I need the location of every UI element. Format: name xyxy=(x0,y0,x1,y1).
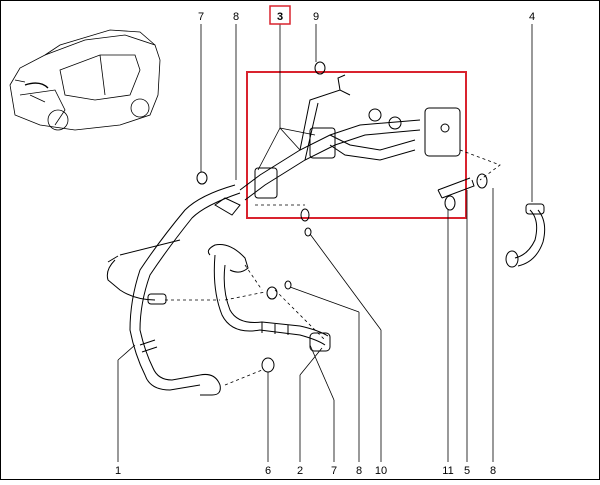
callout-9-top: 9 xyxy=(313,11,319,23)
dashed-arrows xyxy=(165,149,501,386)
bolt-and-washers xyxy=(196,61,488,373)
elbow-fitting xyxy=(505,203,546,268)
callout-8-top: 8 xyxy=(233,11,239,23)
callout-3-top: 3 xyxy=(277,11,283,23)
highlight-label-box xyxy=(269,5,291,25)
callout-10: 10 xyxy=(375,465,387,477)
callouts-top: 7 8 3 9 4 xyxy=(198,11,535,23)
highlight-box xyxy=(246,71,467,219)
callout-1: 1 xyxy=(115,465,121,477)
callout-8-bottom: 8 xyxy=(356,465,362,477)
callouts-bottom: 1 6 2 7 8 10 11 5 8 xyxy=(115,465,496,477)
leader-lines xyxy=(117,24,533,462)
callout-6: 6 xyxy=(265,465,271,477)
callout-7-bottom: 7 xyxy=(331,465,337,477)
callout-5: 5 xyxy=(464,465,470,477)
hose-main xyxy=(106,184,241,396)
callout-2: 2 xyxy=(297,465,303,477)
callout-7-top: 7 xyxy=(198,11,204,23)
pipe-assembly xyxy=(214,74,461,216)
vehicle-thumbnail xyxy=(9,29,161,131)
hose-secondary xyxy=(207,244,331,352)
callout-4-top: 4 xyxy=(529,11,535,23)
callout-8-right: 8 xyxy=(490,465,496,477)
callout-11: 11 xyxy=(442,465,453,477)
